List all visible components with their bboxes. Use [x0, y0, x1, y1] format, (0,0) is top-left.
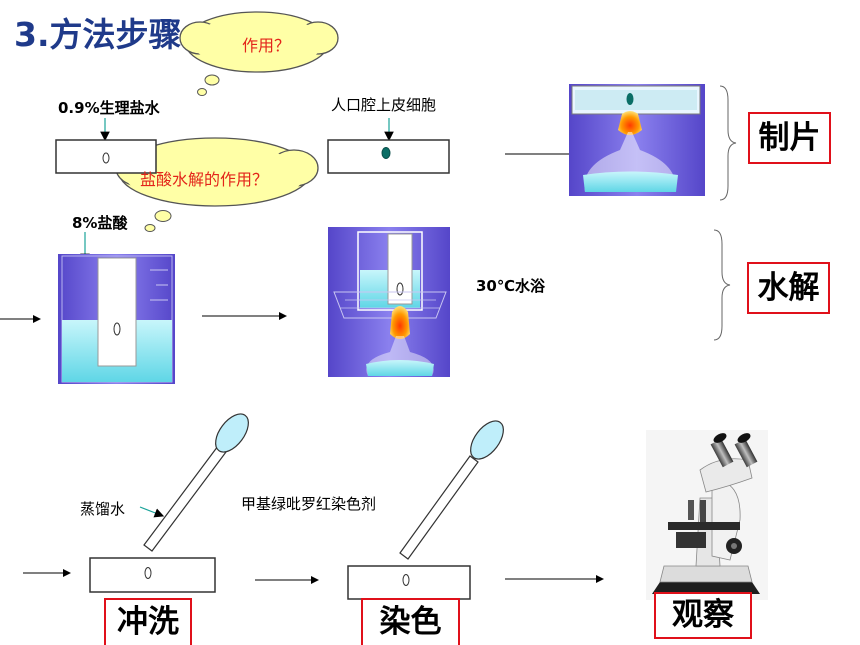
step-observe: 观察 — [654, 592, 752, 639]
step-rinse: 冲洗 — [104, 598, 192, 645]
beaker-hcl-image — [58, 232, 175, 384]
label-hcl: 8%盐酸 — [72, 214, 128, 232]
brace-hydrolysis — [713, 229, 731, 341]
label-distilled-water: 蒸馏水 — [80, 500, 126, 518]
water-bath-image — [328, 227, 450, 377]
brace-make-slide — [719, 85, 737, 201]
microscope-image — [646, 430, 768, 600]
bubble-text-middle: 盐酸水解的作用？ — [140, 170, 269, 189]
thought-bubble-top — [179, 11, 339, 96]
slide-stain — [347, 565, 471, 600]
label-stain: 甲基绿吡罗红染色剂 — [241, 495, 377, 513]
step-hydrolysis: 水解 — [747, 262, 830, 314]
page-title: 3.方法步骤 — [14, 15, 182, 54]
heated-slide-image — [569, 84, 705, 196]
dropper-stain — [399, 420, 504, 560]
step-stain: 染色 — [361, 598, 460, 645]
step-make-slide: 制片 — [748, 112, 831, 164]
slide-cells — [327, 118, 450, 174]
label-water-bath: 30℃水浴 — [476, 277, 546, 295]
bubble-text-top: 作用？ — [242, 36, 291, 55]
label-cells: 人口腔上皮细胞 — [331, 96, 437, 114]
slide-rinse — [89, 557, 216, 593]
label-saline: 0.9%生理盐水 — [58, 99, 160, 117]
dropper-rinse — [139, 413, 249, 552]
slide-saline — [55, 118, 157, 174]
